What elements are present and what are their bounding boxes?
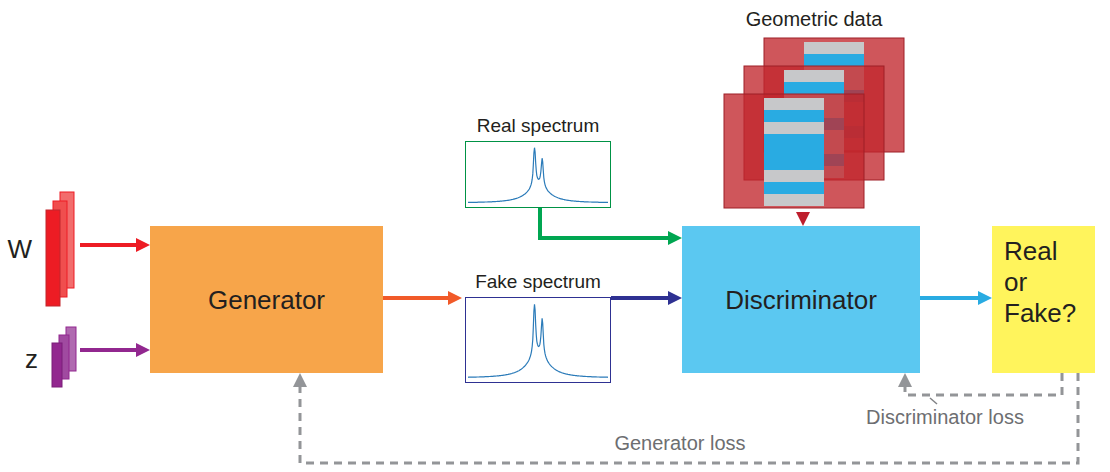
z-stack — [52, 327, 76, 387]
flow-arrow — [383, 296, 450, 300]
edge-label: Discriminator loss — [863, 406, 1027, 429]
node-label: W — [7, 234, 32, 264]
process-box: Discriminator — [682, 226, 920, 373]
process-box: Generator — [150, 226, 383, 373]
loss-arrow — [300, 373, 1078, 463]
plot-frame: Fake spectrum — [465, 297, 611, 383]
node-label: Real spectrum — [477, 115, 600, 137]
node-label: Fake spectrum — [475, 271, 601, 293]
node-label: Real or Fake? — [992, 226, 1070, 329]
flow-arrow — [540, 208, 670, 238]
geometric-stack — [724, 38, 904, 208]
plot-frame: Real spectrum — [465, 141, 611, 208]
node-label: Geometric data — [746, 8, 883, 31]
loss-arrow — [905, 373, 1062, 395]
flow-arrow — [611, 296, 670, 300]
node-label: z — [25, 344, 38, 374]
data-stack: z — [46, 326, 78, 392]
process-box: Real or Fake? — [992, 226, 1095, 373]
data-stack: W — [40, 192, 78, 306]
data-stack: Geometric data — [722, 36, 906, 212]
leader-line — [930, 398, 937, 404]
flow-arrow — [80, 348, 138, 352]
flow-arrow — [920, 296, 980, 300]
spectrum-plots — [468, 148, 608, 378]
node-label: Discriminator — [725, 285, 877, 315]
flow-arrow — [80, 243, 138, 247]
w-stack — [46, 192, 74, 306]
node-label: Generator — [208, 285, 325, 315]
edge-label: Generator loss — [611, 432, 748, 455]
flow-arrow — [801, 212, 805, 214]
